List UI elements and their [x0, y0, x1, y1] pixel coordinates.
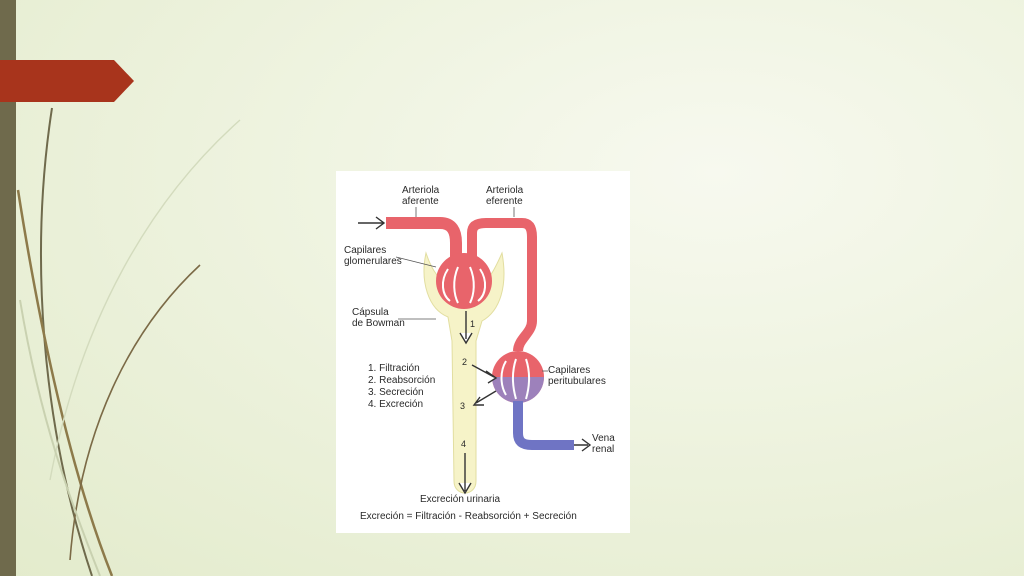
process-list-item: 1. Filtración [368, 363, 420, 374]
process-list-item: 3. Secreción [368, 387, 424, 398]
step-number: 2 [462, 357, 468, 367]
step-number: 3 [460, 401, 466, 411]
excretion-equation: Excreción = Filtración - Reabsorción + S… [360, 511, 577, 522]
nephron-diagram: Arteriola aferente Arteriola eferente Ca… [336, 171, 630, 533]
efferent-arteriole-label: Arteriola eferente [486, 185, 524, 207]
left-sidebar-bar [0, 0, 16, 576]
reabsorption-arrow [471, 364, 498, 384]
urinary-excretion-label: Excreción urinaria [420, 494, 501, 505]
afferent-arteriole-label: Arteriola aferente [402, 185, 440, 207]
bowman-capsule-label: Cápsula de Bowman [352, 307, 405, 329]
step-number: 4 [461, 439, 467, 449]
step-number: 1 [470, 319, 476, 329]
afferent-arteriole-vessel [386, 217, 462, 259]
process-list-item: 2. Reabsorción [368, 375, 436, 386]
process-list-item: 4. Excreción [368, 399, 424, 410]
outflow-arrow [574, 438, 592, 452]
renal-vein-label: Vena renal [592, 433, 615, 455]
glomerular-capillaries-label: Capilares glomerulares [344, 245, 402, 267]
title-accent-arrow [0, 60, 134, 102]
filtration-arrow [459, 311, 473, 345]
flow-arrows [358, 216, 592, 495]
secretion-arrow [472, 390, 497, 406]
renal-vein-vessel [513, 401, 574, 450]
efferent-arteriole-vessel [467, 218, 537, 352]
label-leader-lines [395, 207, 548, 372]
nephron-illustration [358, 207, 592, 495]
decorative-swoosh-lines [16, 107, 241, 576]
peritubular-capillaries-label: Capilares peritubulares [548, 365, 606, 387]
inflow-arrow [358, 216, 386, 230]
glomerular-loops [442, 266, 486, 304]
peritubular-loops [500, 358, 530, 400]
glomerulus-ball [436, 253, 492, 309]
excretion-arrow [458, 453, 472, 495]
